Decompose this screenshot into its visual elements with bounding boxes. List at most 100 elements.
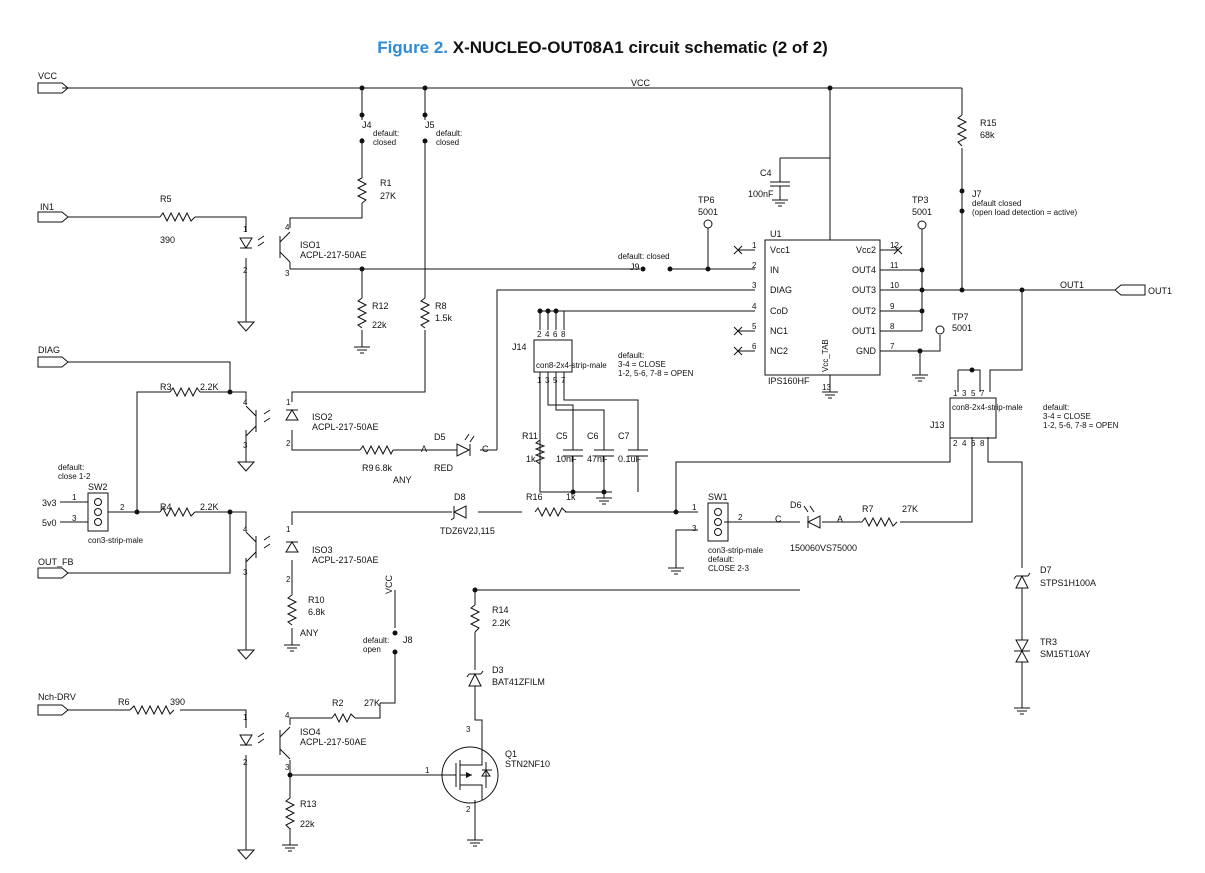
r3-ref: R3	[160, 382, 172, 392]
iso1-pin3: 3	[285, 269, 290, 278]
r9-ref: R9	[362, 463, 374, 473]
j7-note2: (open load detection = active)	[972, 208, 1078, 217]
d7-ref: D7	[1040, 565, 1052, 575]
mosfet-q1: 3 1 2 Q1 STN2NF10	[425, 725, 550, 814]
j14-pin8: 8	[561, 330, 566, 339]
j14-value: con8-2x4-strip-male	[536, 361, 607, 370]
u1-pin-name-out1: OUT1	[852, 326, 876, 336]
iso4-value: ACPL-217-50AE	[300, 737, 367, 747]
r9-value: 6.8k	[375, 463, 393, 473]
tp3-ref: TP3	[912, 195, 929, 205]
j13-pin3: 3	[962, 389, 967, 398]
j8-ref: J8	[403, 635, 413, 645]
sw2-pin1: 1	[72, 493, 77, 502]
d6-value: 150060VS75000	[790, 543, 857, 553]
c6-ref: C6	[587, 431, 599, 441]
iso2-pin3: 3	[243, 441, 248, 450]
junctions	[134, 85, 1025, 778]
r6-value: 390	[170, 697, 185, 707]
iso2-pin1: 1	[286, 398, 291, 407]
resistor-r8: R81.5k	[419, 297, 453, 329]
iso2-pin4: 4	[243, 398, 248, 407]
iso3-value: ACPL-217-50AE	[312, 555, 379, 565]
c6-value: 47nF	[587, 454, 608, 464]
j7-note1: default closed	[972, 199, 1021, 208]
q1-pin2: 2	[466, 805, 471, 814]
sw2-pin3: 3	[72, 514, 77, 523]
r10-note: ANY	[300, 628, 319, 638]
iso1-pin1: 1	[243, 225, 248, 234]
iso3-pin3: 3	[243, 568, 248, 577]
j13-pin4: 4	[962, 439, 967, 448]
port-diag: DIAG	[37, 345, 69, 368]
c7-value: 0.1uF	[618, 454, 642, 464]
sw1-note1: default:	[708, 555, 734, 564]
r1-value: 27K	[380, 191, 396, 201]
iso1-value: ACPL-217-50AE	[300, 250, 367, 260]
sw2-note2: close 1-2	[58, 472, 91, 481]
u1-pin-name-vcc2: Vcc2	[856, 245, 876, 255]
iso2-value: ACPL-217-50AE	[312, 422, 379, 432]
sw2-note1: default:	[58, 463, 84, 472]
port-out-fb-label: OUT_FB	[38, 557, 74, 567]
r14-value: 2.2K	[492, 618, 511, 628]
u1-pin-4: 4	[752, 302, 757, 311]
tp3-value: 5001	[912, 207, 932, 217]
j14-pin5: 5	[553, 376, 558, 385]
r5-value: 390	[160, 235, 175, 245]
j13-pin2: 2	[953, 439, 958, 448]
j4-ref: J4	[362, 120, 372, 130]
r16-value: 1k	[566, 492, 576, 502]
port-vcc-label: VCC	[38, 71, 58, 81]
j8-note2: open	[363, 645, 381, 654]
sw1-note2: CLOSE 2-3	[708, 564, 749, 573]
ports: VCC IN1 DIAG OUT_FB Nch-DRV OUT1 VCC OUT…	[37, 71, 1172, 716]
r13-ref: R13	[300, 799, 317, 809]
capacitor-c4: C4 100nF	[748, 168, 790, 207]
j13-ref: J13	[930, 420, 945, 430]
switch-sw2: 132 SW2 con3-strip-male default:close 1-…	[58, 463, 144, 545]
j8-note1: default:	[363, 636, 389, 645]
r13-value: 22k	[300, 819, 315, 829]
iso4-ref: ISO4	[300, 727, 321, 737]
r7-value: 27K	[902, 504, 918, 514]
switch-sw1: 132 SW1 con3-strip-male default:CLOSE 2-…	[692, 492, 764, 573]
port-out1-label: OUT1	[1148, 286, 1172, 296]
d6-cathode: C	[775, 514, 782, 524]
r2-ref: R2	[332, 698, 344, 708]
j4-note2: closed	[373, 138, 396, 147]
port-in1: IN1	[37, 202, 69, 223]
j14-pin6: 6	[553, 330, 558, 339]
sw2-ref: SW2	[88, 482, 108, 492]
tp6-ref: TP6	[698, 195, 715, 205]
port-nch-drv: Nch-DRV	[37, 692, 76, 716]
sw2-3v3-label: 3v3	[42, 498, 57, 508]
port-nch-drv-label: Nch-DRV	[38, 692, 76, 702]
c7-ref: C7	[618, 431, 630, 441]
sw1-pin1: 1	[692, 503, 697, 512]
r12-value: 22k	[372, 320, 387, 330]
j13-note2: 3-4 = CLOSE	[1043, 412, 1091, 421]
d3-value: BAT41ZFILM	[492, 677, 545, 687]
port-out1: OUT1	[1114, 284, 1172, 296]
u1-pin-name-gnd: GND	[856, 346, 877, 356]
u1-pin-name-out4: OUT4	[852, 265, 876, 275]
u1-pin-name-nc2: NC2	[770, 346, 788, 356]
u1-pin-9: 9	[890, 302, 895, 311]
iso4-pin3: 3	[285, 763, 290, 772]
d3-ref: D3	[492, 665, 504, 675]
j14-note2: 3-4 = CLOSE	[618, 360, 666, 369]
